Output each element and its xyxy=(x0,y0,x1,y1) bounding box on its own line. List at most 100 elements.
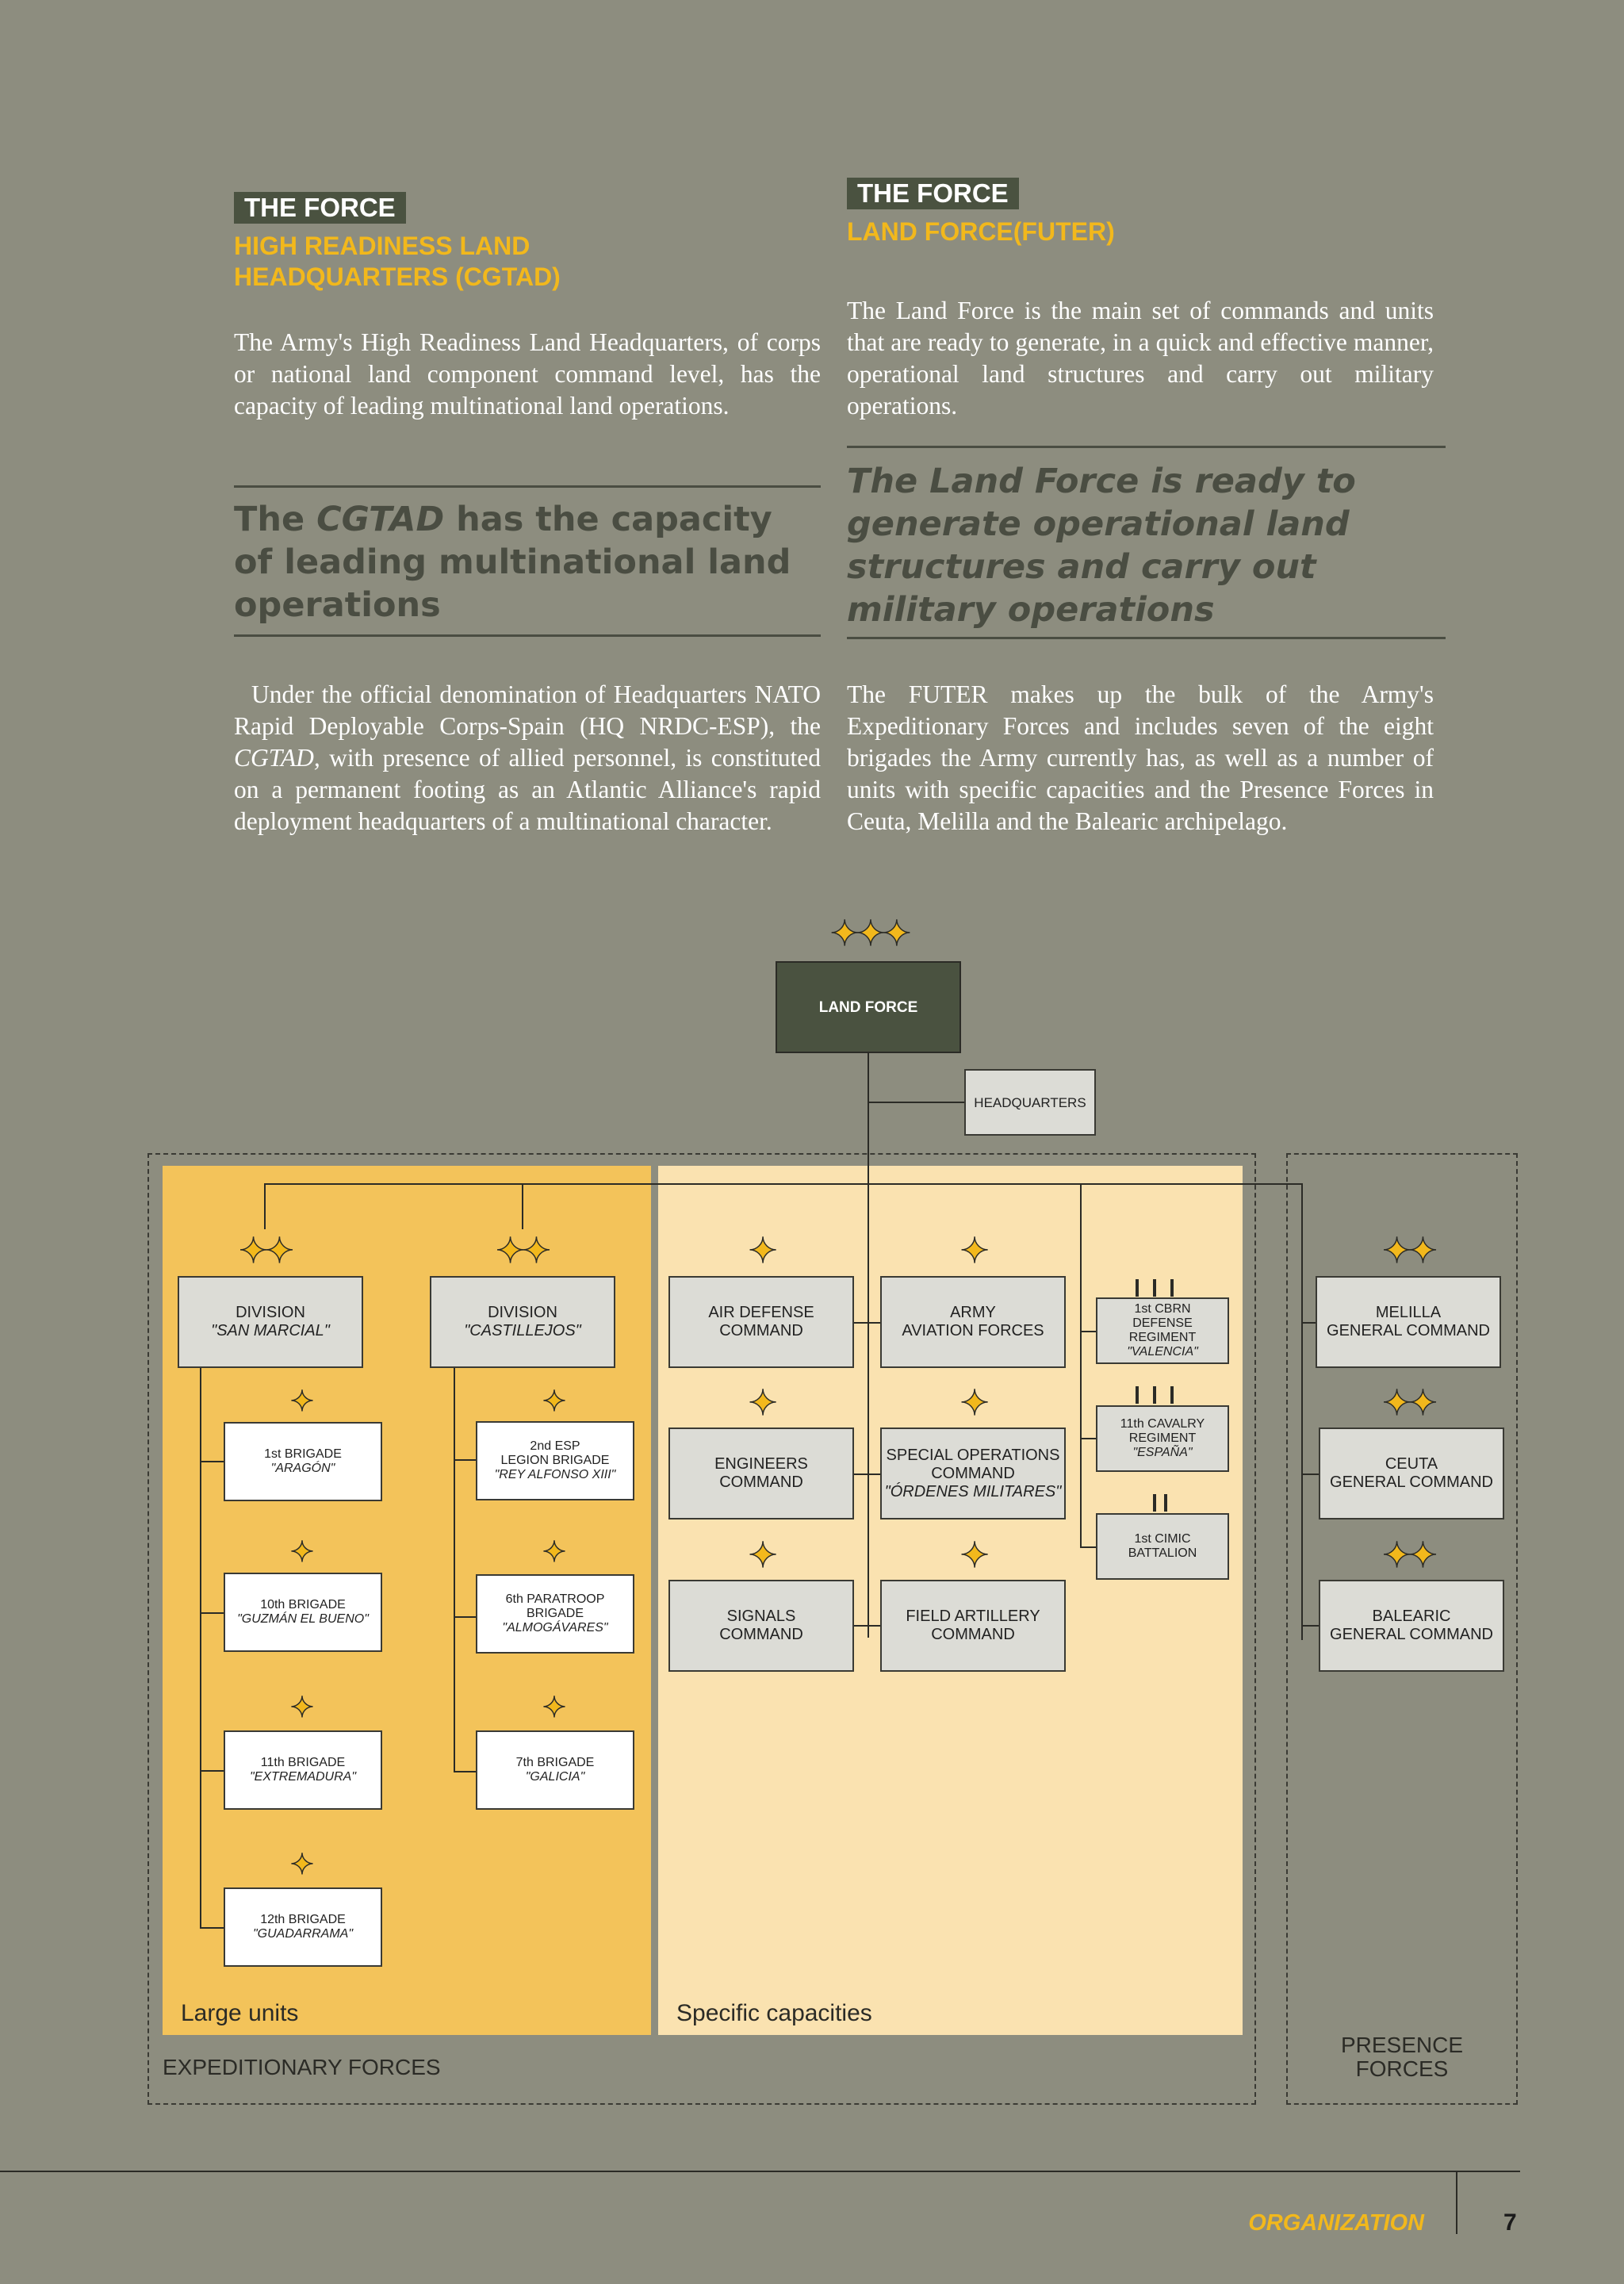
box-line: SPECIAL OPERATIONS xyxy=(886,1446,1060,1464)
box-line: "REY ALFONSO XIII" xyxy=(494,1468,616,1481)
presence-forces-frame xyxy=(1286,1153,1518,2105)
land-force-label: LAND FORCE xyxy=(818,998,918,1016)
box-line: "GUADARRAMA" xyxy=(252,1927,354,1941)
box-line: COMMAND xyxy=(719,1322,803,1339)
box-line: "ALMOGÁVARES" xyxy=(502,1621,608,1634)
subtitle-left: HIGH READINESS LAND HEADQUARTERS (CGTAD) xyxy=(234,231,837,293)
star-icon: ✦ xyxy=(289,1536,315,1569)
star-icon: ✦ xyxy=(542,1536,567,1569)
box-line: ARMY xyxy=(950,1304,996,1321)
box-line: COMMAND xyxy=(931,1464,1015,1482)
box-line: REGIMENT xyxy=(1128,1431,1197,1445)
box-line: 7th BRIGADE xyxy=(515,1756,595,1769)
box-line: DIVISION xyxy=(488,1304,557,1321)
connector-line xyxy=(200,1770,224,1772)
box-line: MELILLA xyxy=(1375,1304,1442,1321)
connector-line xyxy=(852,1322,882,1324)
rank-bar xyxy=(1136,1279,1139,1297)
connector-line xyxy=(1080,1546,1097,1548)
box-line: SIGNALS xyxy=(726,1608,796,1625)
box-line: ENGINEERS xyxy=(714,1455,808,1473)
star-icon: ✦ xyxy=(959,1535,990,1576)
box-line: BALEARIC xyxy=(1372,1608,1451,1625)
connector-line xyxy=(852,1625,882,1627)
page-number: 7 xyxy=(1503,2209,1517,2236)
box-line: 6th PARATROOP xyxy=(505,1592,605,1606)
star-icon: ✦ xyxy=(542,1385,567,1418)
connector-line xyxy=(200,1927,224,1929)
paragraph-left-a: Under the official denomination of Headq… xyxy=(234,680,821,740)
two-star-icon: ✦✦ xyxy=(238,1231,294,1271)
star-icon: ✦ xyxy=(542,1692,567,1724)
two-star-icon: ✦✦ xyxy=(1381,1231,1438,1271)
connector-line xyxy=(454,1368,455,1772)
rank-bar xyxy=(1153,1386,1156,1404)
rank-bar xyxy=(1153,1279,1156,1297)
box-line: "ESPAÑA" xyxy=(1132,1446,1193,1459)
star-icon: ✦ xyxy=(959,1231,990,1271)
subtitle-left-line1: HIGH READINESS LAND xyxy=(234,232,530,260)
connector-line xyxy=(1301,1183,1303,1640)
box-line: COMMAND xyxy=(719,1626,803,1643)
connector-line xyxy=(454,1459,476,1461)
rank-bar xyxy=(1136,1386,1139,1404)
section-tag-right: THE FORCE xyxy=(847,178,1019,209)
presence-forces-line1: PRESENCE xyxy=(1340,2033,1464,2057)
connector-line xyxy=(1301,1625,1320,1627)
box-line: "VALENCIA" xyxy=(1127,1345,1198,1359)
box-line: DEFENSE REGIMENT xyxy=(1128,1316,1197,1344)
connector-line xyxy=(868,1102,964,1103)
box-line: FIELD ARTILLERY xyxy=(906,1608,1040,1625)
headquarters-box: HEADQUARTERS xyxy=(964,1069,1096,1136)
rule xyxy=(234,485,821,488)
section-tag-left: THE FORCE xyxy=(234,192,406,224)
box-line: LEGION BRIGADE xyxy=(500,1454,610,1467)
box-line: "ARAGÓN" xyxy=(270,1462,335,1475)
connector-line xyxy=(200,1461,224,1462)
box-line: AVIATION FORCES xyxy=(902,1322,1044,1339)
specific-capacities-label: Specific capacities xyxy=(676,2000,872,2026)
division-castillejos-box: DIVISION"CASTILLEJOS" xyxy=(430,1276,615,1368)
connector-line xyxy=(852,1473,882,1475)
connector-line xyxy=(1080,1438,1097,1439)
presence-forces-line2: FORCES xyxy=(1355,2056,1449,2081)
box-line: GENERAL COMMAND xyxy=(1327,1322,1490,1339)
box-line: "GALICIA" xyxy=(525,1770,585,1784)
box-line: COMMAND xyxy=(931,1626,1015,1643)
box-line: BATTALION xyxy=(1128,1546,1197,1560)
box-line: DIVISION xyxy=(236,1304,305,1321)
footer-divider xyxy=(1456,2171,1457,2234)
star-icon: ✦ xyxy=(289,1385,315,1418)
box-line: 10th BRIGADE xyxy=(260,1598,346,1611)
connector-line xyxy=(454,1771,476,1772)
star-icon: ✦ xyxy=(959,1383,990,1424)
box-line: "ÓRDENES MILITARES" xyxy=(884,1482,1062,1500)
box-line: AIR DEFENSE xyxy=(708,1304,814,1321)
connector-line xyxy=(1080,1183,1082,1548)
pull-quote-right: The Land Force is ready to generate oper… xyxy=(847,462,1356,630)
connector-line xyxy=(1301,1322,1317,1324)
footer-section-title: ORGANIZATION xyxy=(1248,2210,1424,2236)
pull-quote-left-c: has the capacity of leading multinationa… xyxy=(234,500,791,625)
pull-quote-left-a: The xyxy=(234,500,317,539)
expeditionary-forces-frame xyxy=(147,1153,1256,2105)
intro-left: The Army's High Readiness Land Headquart… xyxy=(234,328,821,420)
box-line: "GUZMÁN EL BUENO" xyxy=(237,1612,369,1626)
two-star-icon: ✦✦ xyxy=(1381,1535,1438,1576)
box-line: 11th CAVALRY xyxy=(1120,1417,1205,1431)
rank-bar xyxy=(1170,1279,1174,1297)
connector-line xyxy=(264,1183,266,1229)
rule xyxy=(847,446,1446,448)
star-icon: ✦ xyxy=(748,1535,778,1576)
rule xyxy=(847,637,1446,639)
brigade-guadarrama-box: 12th BRIGADE"GUADARRAMA" xyxy=(224,1887,382,1967)
